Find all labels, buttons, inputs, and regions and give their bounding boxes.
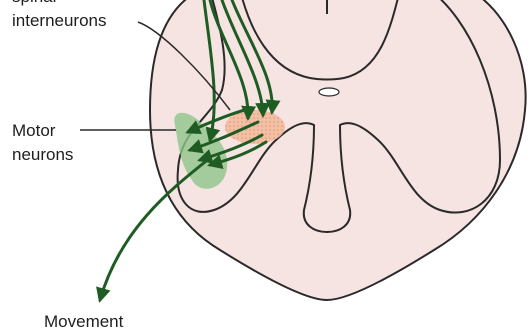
central-canal: [319, 88, 339, 96]
motor-neurons-label-line1: Motor: [12, 121, 56, 140]
spinal-interneurons-label-line2: interneurons: [12, 11, 107, 30]
spinal-interneurons-label-line1: spinal: [12, 0, 56, 6]
motor-neurons-label-line2: neurons: [12, 145, 73, 164]
movement-label: Movement: [44, 312, 124, 331]
